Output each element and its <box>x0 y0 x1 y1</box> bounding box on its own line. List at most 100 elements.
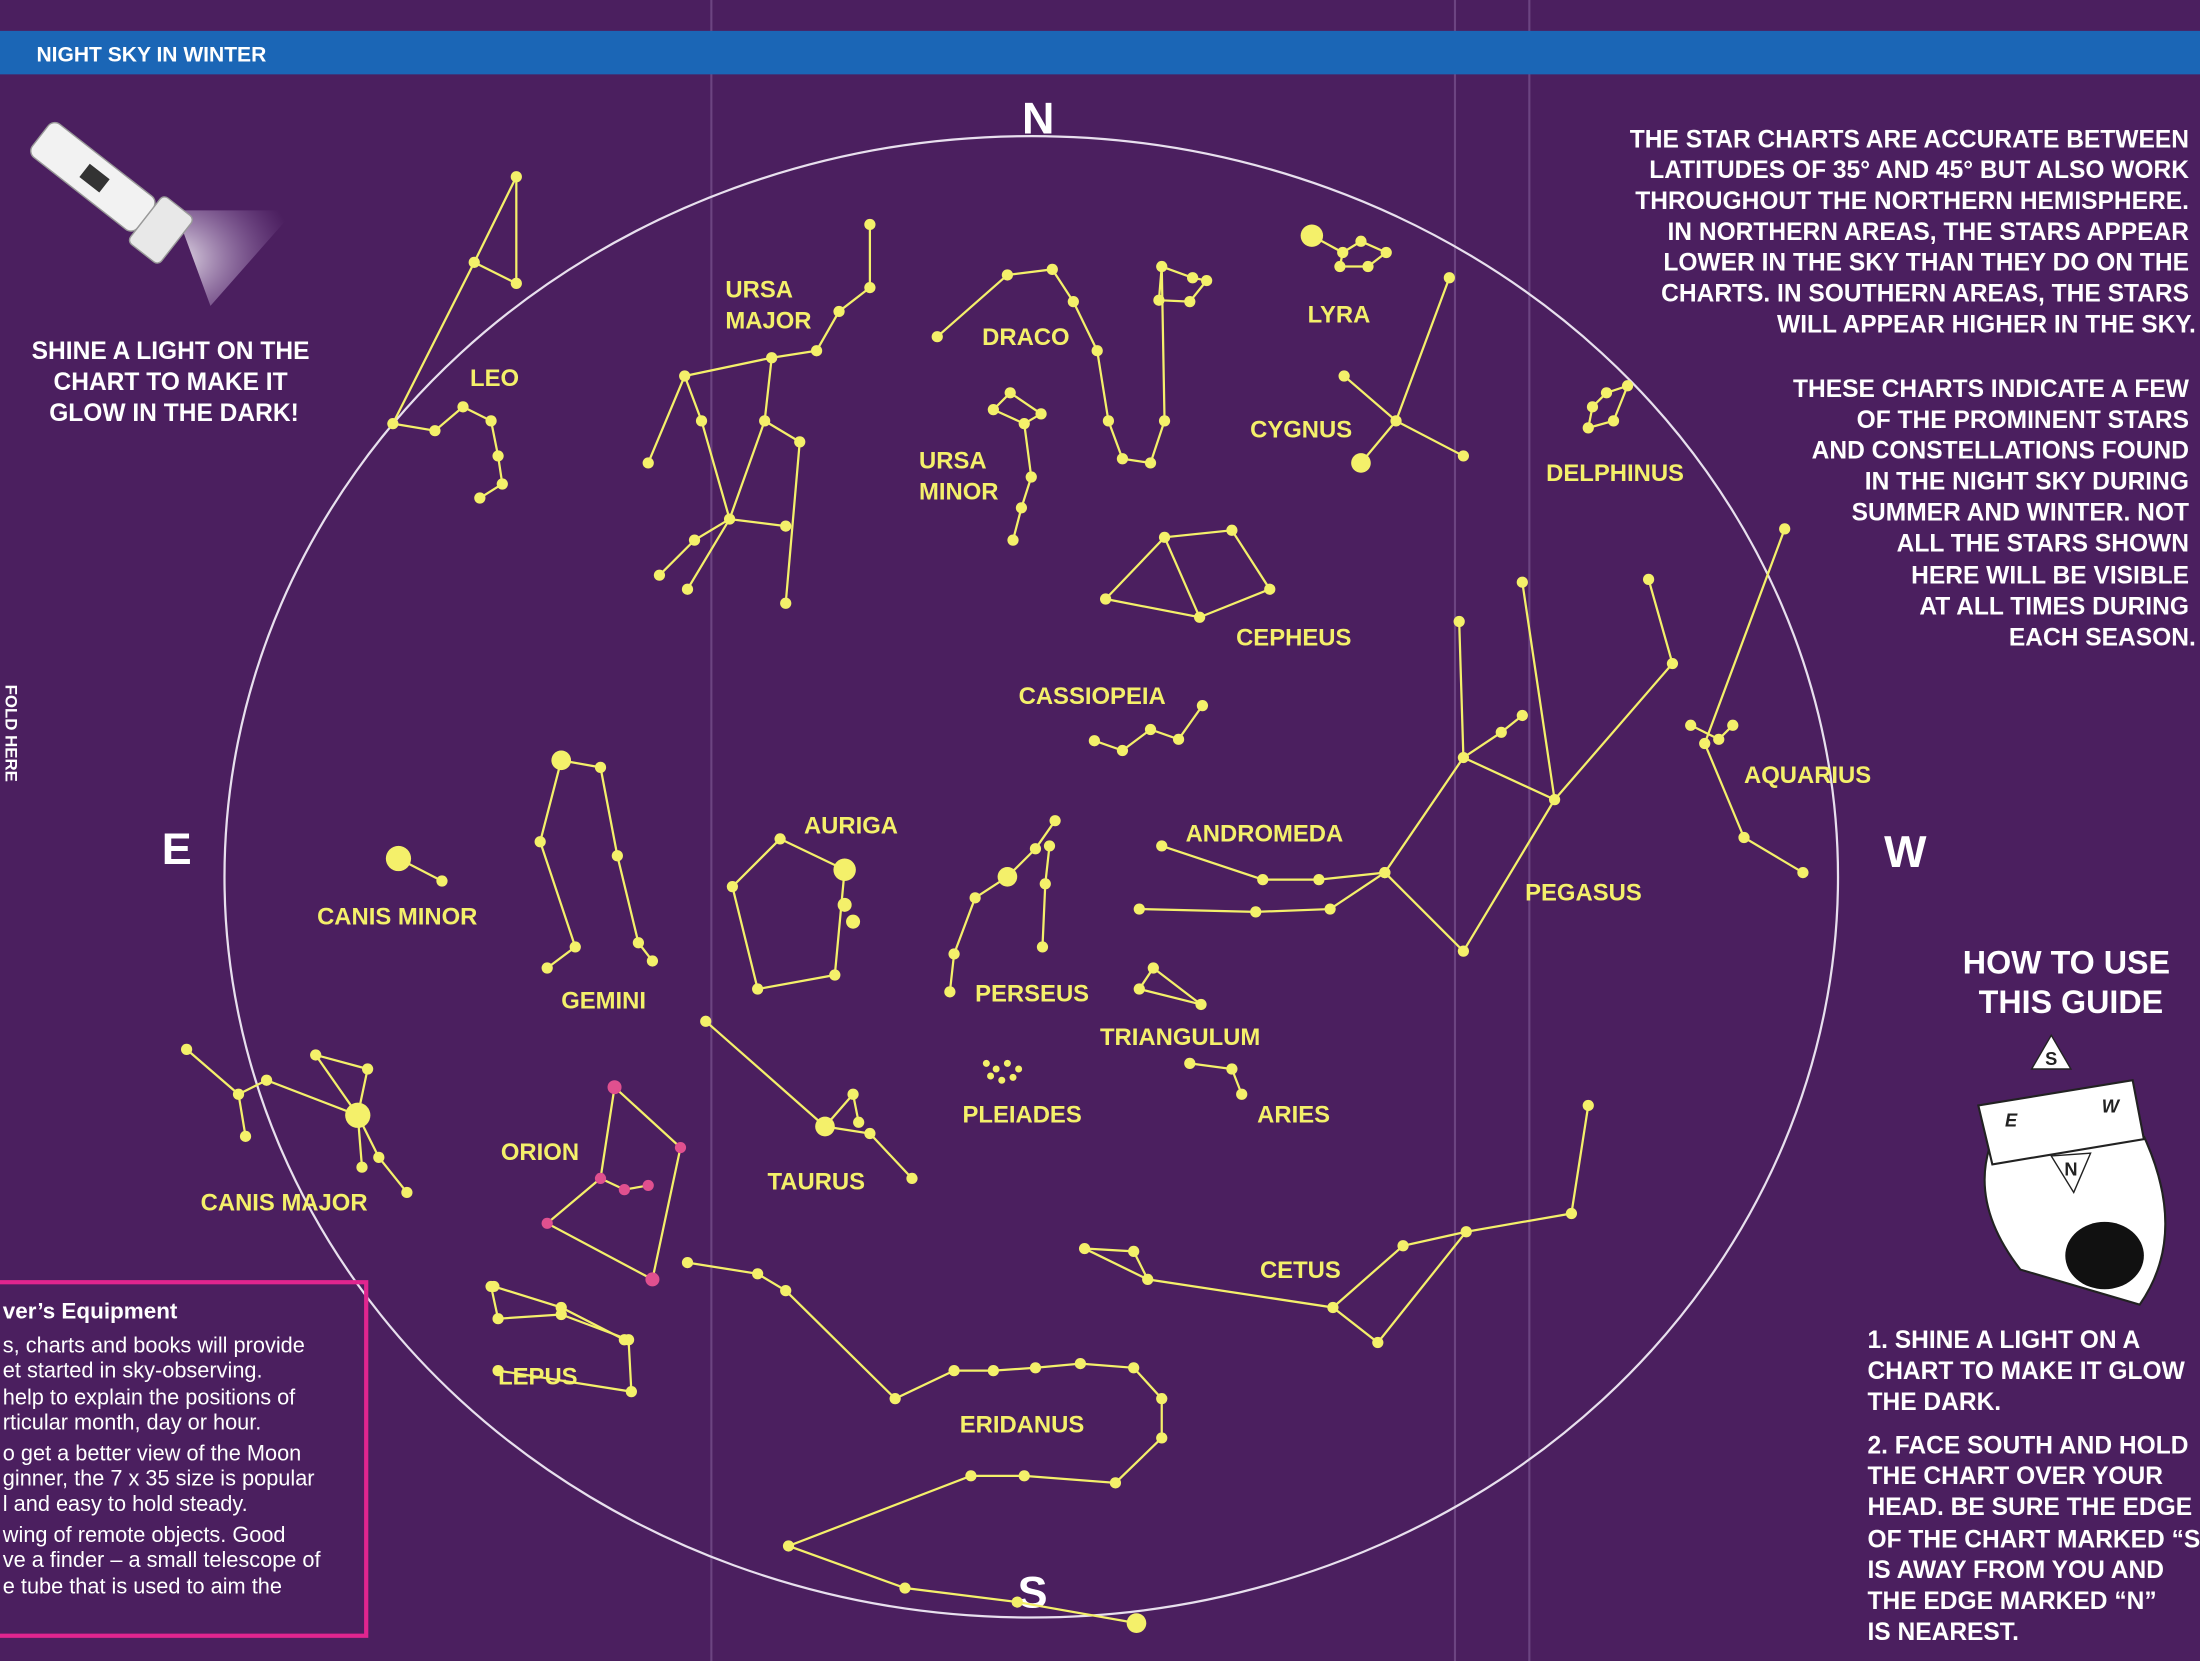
star <box>642 457 654 469</box>
star <box>948 1364 960 1377</box>
how-to-step-2: 2. FACE SOUTH AND HOLD THE CHART OVER YO… <box>1867 1432 2200 1646</box>
star <box>948 948 960 960</box>
star <box>1337 246 1349 259</box>
star <box>1074 1357 1086 1370</box>
star <box>1338 370 1350 382</box>
star <box>492 1364 504 1377</box>
star <box>1156 1432 1168 1444</box>
star <box>1226 1063 1238 1075</box>
star <box>1158 531 1171 543</box>
star <box>1011 1596 1023 1608</box>
star <box>1018 418 1030 430</box>
star <box>774 833 786 845</box>
label-aquarius: AQUARIUS <box>1744 762 1871 789</box>
star <box>1379 866 1391 879</box>
star <box>1196 700 1209 712</box>
star <box>931 331 943 343</box>
figure-w: W <box>2102 1095 2121 1116</box>
label-canis-major: CANIS MAJOR <box>201 1190 368 1217</box>
star <box>1607 415 1620 427</box>
star <box>1025 471 1037 483</box>
star <box>607 1080 622 1095</box>
star <box>997 866 1018 887</box>
star <box>864 281 876 294</box>
constellation-line <box>731 837 846 991</box>
star <box>780 597 792 609</box>
label-cygnus: CYGNUS <box>1250 417 1352 444</box>
constellation-cygnus <box>1338 272 1470 473</box>
star <box>485 415 497 427</box>
star <box>1142 1273 1154 1286</box>
label-auriga: AURIGA <box>804 812 898 839</box>
fold-here-label: FOLD HERE <box>2 685 21 782</box>
info-paragraph-1: THE STAR CHARTS ARE ACCURATE BETWEEN LAT… <box>1630 126 2196 338</box>
star <box>1046 263 1058 275</box>
star <box>1126 1613 1147 1633</box>
star <box>987 1364 999 1377</box>
star <box>1003 1059 1011 1067</box>
star <box>723 513 736 525</box>
star <box>688 534 701 546</box>
star <box>373 1151 385 1163</box>
star <box>496 478 508 490</box>
star <box>474 492 486 504</box>
equipment-title: ver’s Equipment <box>3 1299 178 1324</box>
constellation-line <box>1458 621 1465 758</box>
star <box>906 1172 918 1185</box>
star <box>810 345 823 357</box>
star <box>1226 524 1238 536</box>
star <box>766 352 778 364</box>
label-leo: LEO <box>470 365 519 392</box>
star <box>618 1184 630 1196</box>
star <box>1195 998 1207 1011</box>
star <box>492 1313 504 1325</box>
star <box>752 1268 764 1280</box>
star <box>1015 502 1028 514</box>
star <box>1600 387 1613 399</box>
star <box>1362 260 1374 273</box>
star <box>1029 1362 1042 1374</box>
label-aries: ARIES <box>1257 1101 1330 1128</box>
star <box>815 1116 835 1137</box>
star <box>794 436 806 448</box>
star <box>700 1015 712 1027</box>
how-to-figure: S E W N <box>1977 1033 2167 1306</box>
star <box>1334 260 1346 273</box>
star <box>987 404 999 416</box>
label-lyra: LYRA <box>1308 302 1371 329</box>
star <box>1313 873 1325 886</box>
star <box>1516 576 1528 588</box>
star <box>625 1386 637 1398</box>
star <box>982 1059 990 1067</box>
star <box>1184 1057 1196 1069</box>
star <box>864 1127 876 1140</box>
star <box>468 256 480 268</box>
north-label: N <box>1022 92 1054 143</box>
intro-text: SHINE A LIGHT ON THE CHART TO MAKE IT GL… <box>32 338 317 427</box>
star <box>1236 1088 1248 1100</box>
label-pleiades: PLEIADES <box>963 1101 1082 1128</box>
star <box>260 1074 273 1086</box>
star <box>1797 866 1809 879</box>
label-draco: DRACO <box>982 324 1069 351</box>
equipment-text: s, charts and books will provide et star… <box>2 1332 327 1598</box>
star <box>1666 657 1679 670</box>
star <box>837 897 852 912</box>
star <box>510 277 522 289</box>
constellation-lyra <box>1300 224 1392 273</box>
star <box>541 1217 553 1229</box>
fold-lines <box>710 0 1531 1661</box>
label-gemini: GEMINI <box>561 988 646 1015</box>
star <box>1738 831 1750 844</box>
star <box>1355 235 1367 247</box>
star <box>239 1130 252 1142</box>
star <box>1004 387 1016 399</box>
star <box>618 1334 630 1346</box>
star <box>1144 457 1157 469</box>
star <box>1043 840 1056 852</box>
label-pegasus: PEGASUS <box>1525 880 1642 907</box>
star <box>1035 408 1047 420</box>
star <box>1156 260 1168 273</box>
constellation-line <box>539 760 577 969</box>
